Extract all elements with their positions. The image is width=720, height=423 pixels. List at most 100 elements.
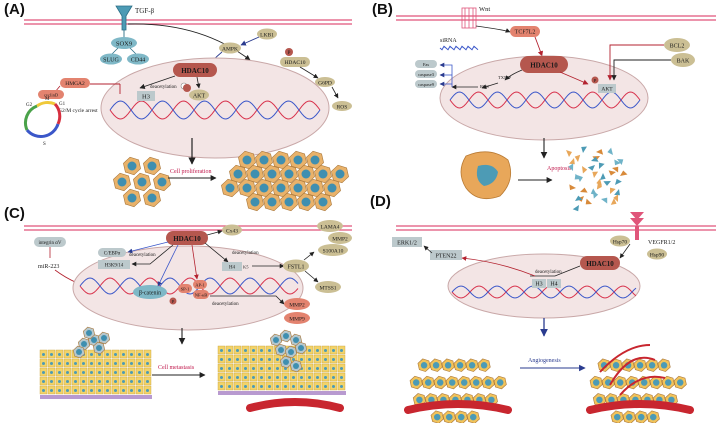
nucleus-icon — [316, 367, 319, 370]
hsp90-node — [647, 248, 667, 260]
tcf7l2-label: TCF7L2 — [515, 30, 536, 36]
arrow — [303, 251, 315, 261]
nucleus-icon — [138, 353, 141, 356]
nucleus-icon — [146, 362, 149, 365]
g2m-label: G2/M cycle arrest — [58, 108, 98, 114]
panel-a-label: (A) — [4, 1, 25, 18]
nucleus-icon — [82, 389, 85, 392]
nucleus-icon — [147, 161, 157, 171]
nucleus-icon — [335, 169, 345, 179]
lama4-node — [317, 220, 343, 232]
nucleus-icon — [616, 379, 624, 386]
arrow — [607, 44, 664, 81]
deacetylation-label-3: deacetylation — [212, 302, 239, 307]
nucleus-icon — [332, 376, 335, 379]
fstl1-node — [283, 259, 309, 273]
nucleus-icon — [648, 362, 656, 369]
nucleus-icon — [157, 177, 167, 187]
arrow — [131, 244, 174, 267]
pten-node — [430, 250, 462, 260]
panel-d: (D) VEGFR1/2 Hsp70 Hsp90 ERK1/2 PTEN22 H… — [370, 193, 716, 423]
nucleus-icon — [488, 396, 495, 404]
dna-strand — [79, 277, 299, 295]
h4-node — [222, 262, 242, 271]
fragment-icon — [574, 154, 581, 162]
nucleus-icon — [146, 353, 149, 356]
h3k-label: H3K9/14 — [105, 264, 124, 269]
fragment-icon — [577, 175, 583, 183]
akt-node — [598, 84, 616, 93]
arrow — [139, 75, 176, 89]
nucleus-icon — [636, 362, 644, 369]
nucleus-icon — [268, 358, 271, 361]
integrin-node — [34, 237, 66, 247]
nucleus-icon — [436, 379, 444, 386]
panel-b: (B) Wnt TCF7L2 siRNA HDAC10 TXNIP ROS Fa… — [372, 1, 716, 212]
outcome-angiogenesis: Angiogenesis — [528, 358, 561, 364]
g6pd-node — [315, 77, 335, 87]
h4-label: H4 — [229, 266, 236, 271]
nucleus-icon — [252, 385, 255, 388]
nucleus-icon — [90, 389, 93, 392]
nucleus-icon — [293, 363, 299, 369]
fragment-icon — [575, 195, 583, 201]
mmp2-label: MMP2 — [332, 237, 348, 243]
nucleus-icon — [596, 396, 603, 404]
arrow — [619, 243, 631, 259]
nucleus-icon — [114, 389, 117, 392]
basement-membrane — [40, 395, 152, 399]
sox9-label: SOX9 — [116, 41, 132, 48]
nucleus-icon — [58, 389, 61, 392]
nucleus-icon — [122, 389, 125, 392]
nucleus-icon — [130, 371, 133, 374]
nucleus-icon — [220, 376, 223, 379]
deacetylation-label-1: deacetylation — [129, 253, 156, 258]
ros-node — [332, 101, 352, 111]
akt-label: AKT — [193, 94, 206, 100]
fragment-icon — [601, 197, 608, 204]
nucleus-icon — [638, 413, 645, 421]
h3-label: H3 — [142, 94, 150, 101]
nucleus-icon — [444, 362, 452, 369]
hdac10-small-label: HDAC10 — [284, 60, 305, 66]
nucleus-icon — [66, 362, 69, 365]
phospho-icon — [169, 297, 177, 305]
arrow — [210, 295, 285, 305]
nucleus-icon — [288, 349, 294, 355]
healthy-cell-icon — [460, 151, 512, 200]
nucleus-icon — [324, 367, 327, 370]
nucleus-icon — [340, 367, 343, 370]
nucleus-icon — [66, 371, 69, 374]
nucleus-icon — [416, 396, 423, 404]
tgfb-receptor-icon — [115, 5, 133, 31]
arrow — [461, 256, 536, 277]
hmga2-node — [60, 78, 90, 88]
arrow — [191, 244, 199, 280]
epithelium-before — [39, 326, 152, 399]
nucleus-icon — [233, 169, 243, 179]
nucleus-icon — [130, 380, 133, 383]
nucleus-icon — [412, 379, 420, 386]
nucleus-icon — [50, 353, 53, 356]
nucleus-icon — [42, 371, 45, 374]
nucleus-icon — [626, 413, 633, 421]
g1-label: G1 — [59, 102, 66, 107]
p-label: P — [594, 78, 597, 83]
nucleus-icon — [668, 396, 675, 404]
arrow — [157, 244, 179, 287]
fas-label: Fas — [423, 62, 430, 67]
nucleus-icon — [220, 358, 223, 361]
nucleus-icon — [292, 385, 295, 388]
lkb1-label: LKB1 — [260, 33, 274, 39]
fragment-icon — [617, 159, 624, 165]
fragment-icon — [582, 166, 588, 174]
cyclin-label: cyclinD — [44, 93, 59, 98]
nucleus-icon — [308, 385, 311, 388]
cell-cluster-after — [221, 150, 349, 212]
nucleus-icon — [434, 413, 441, 421]
fragment-icon — [569, 184, 577, 191]
fragment-icon — [593, 191, 599, 199]
nucleus-icon — [122, 380, 125, 383]
g6pd-label: G6PD — [318, 81, 332, 87]
nucleus-icon — [260, 349, 263, 352]
